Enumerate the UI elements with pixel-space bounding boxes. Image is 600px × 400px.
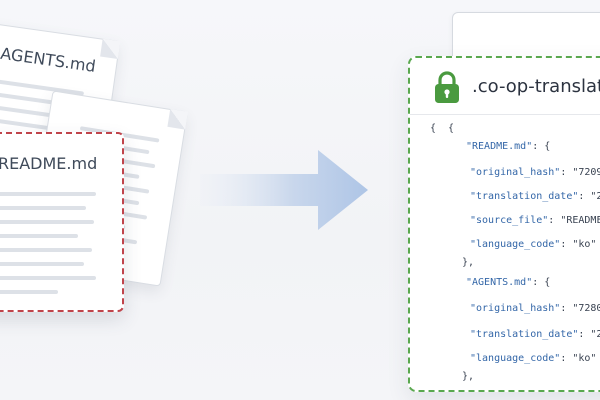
code-line: "original_hash": "72808 (470, 303, 600, 314)
document-name-readme: README.md (0, 154, 98, 173)
code-line: }, (462, 371, 475, 382)
code-line: "original_hash": "72094" (470, 167, 600, 178)
code-line: "language_code": "ko" (470, 353, 597, 364)
code-line: { { (430, 123, 455, 134)
panel-divider (410, 114, 600, 115)
text-lines (0, 192, 96, 304)
panel-header: .co-op-translator.json (410, 58, 600, 118)
document-card-readme: README.md (0, 132, 124, 312)
page-fold (167, 108, 189, 130)
page-fold (100, 38, 121, 60)
document-name-agents: AGENTS.md (0, 43, 97, 76)
code-line: "translation_date": "20 (470, 329, 600, 340)
code-line: "language_code": "ko" (470, 239, 597, 250)
code-line: "AGENTS.md": { (466, 277, 551, 288)
code-line: "source_file": "README (470, 215, 600, 226)
code-line: "README.md": { (466, 141, 551, 152)
code-line: }, (462, 257, 475, 268)
panel-title: .co-op-translator.json (472, 76, 600, 97)
arrow-right-icon (200, 150, 368, 230)
code-line: "translation_date": "20 (470, 191, 600, 202)
lock-icon (435, 71, 459, 103)
json-file-panel: .co-op-translator.json { { "README.md": … (408, 56, 600, 392)
